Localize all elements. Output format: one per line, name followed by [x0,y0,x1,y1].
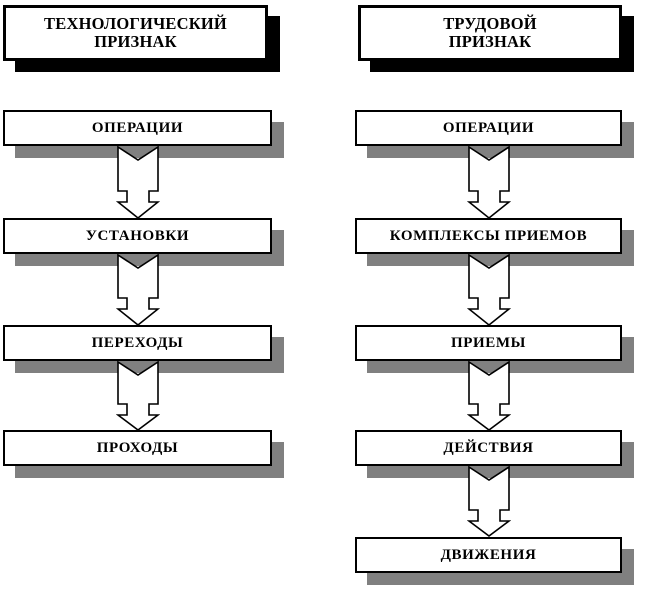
step-label: УСТАНОВКИ [85,227,190,244]
step-labor-priemy: ПРИЕМЫ [355,325,622,361]
down-arrow-notched-icon [116,254,160,327]
step-label: КОМПЛЕКСЫ ПРИЕМОВ [389,227,588,244]
step-technological-ustanovki: УСТАНОВКИ [3,218,272,254]
step-label: ОПЕРАЦИИ [91,119,184,136]
header-labor-line-2: ПРИЗНАК [448,32,532,51]
down-arrow-notched-icon [116,146,160,220]
header-labor-line-1: ТРУДОВОЙ [443,13,537,33]
header-technological-line-1: ТЕХНОЛОГИЧЕСКИЙ [44,13,227,33]
step-label: ПРИЕМЫ [451,334,526,351]
step-label: ПРОХОДЫ [96,439,179,456]
step-label: ДЕЙСТВИЯ [443,439,534,456]
step-label: ОПЕРАЦИИ [442,119,535,136]
step-technological-operacii: ОПЕРАЦИИ [3,110,272,146]
step-technological-prohody: ПРОХОДЫ [3,430,272,466]
header-labor: ТРУДОВОЙ ПРИЗНАК [358,5,622,61]
down-arrow-notched-icon [467,361,511,432]
step-technological-perehody: ПЕРЕХОДЫ [3,325,272,361]
header-technological: ТЕХНОЛОГИЧЕСКИЙ ПРИЗНАК [3,5,268,61]
header-technological-line-2: ПРИЗНАК [94,32,177,51]
down-arrow-notched-icon [467,466,511,538]
step-label: ДВИЖЕНИЯ [440,546,537,563]
down-arrow-notched-icon [116,361,160,432]
step-labor-dvizheniya: ДВИЖЕНИЯ [355,537,622,573]
step-label: ПЕРЕХОДЫ [91,334,184,351]
step-labor-deystviya: ДЕЙСТВИЯ [355,430,622,466]
down-arrow-notched-icon [467,146,511,220]
step-labor-kompleksy-priemov: КОМПЛЕКСЫ ПРИЕМОВ [355,218,622,254]
step-labor-operacii: ОПЕРАЦИИ [355,110,622,146]
down-arrow-notched-icon [467,254,511,327]
